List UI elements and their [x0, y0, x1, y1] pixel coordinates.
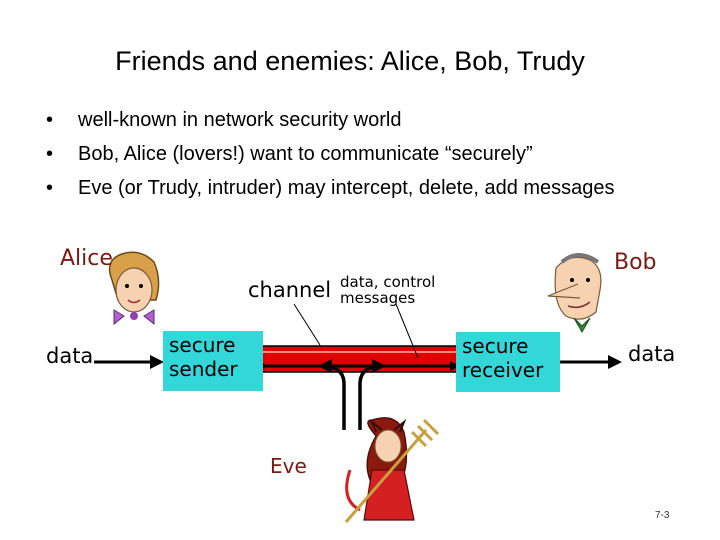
- bullet-item: • Bob, Alice (lovers!) want to communicat…: [44, 142, 615, 176]
- secure-receiver-box: secure receiver: [456, 332, 560, 392]
- channel-pipe: [258, 345, 463, 373]
- eve-label: Eve: [270, 454, 307, 478]
- messages-pointer-line: [395, 303, 419, 359]
- bullet-dot: •: [46, 109, 54, 131]
- eve-tap-arrows: [318, 359, 386, 430]
- alice-label: Alice: [60, 246, 113, 271]
- bullet-list: • well-known in network security world • B…: [44, 108, 615, 210]
- slide-title: Friends and enemies: Alice, Bob, Trudy: [115, 46, 585, 76]
- channel-note-line1: data, control: [340, 273, 436, 291]
- data-out-label: data: [628, 342, 676, 366]
- bob-icon: [547, 253, 602, 334]
- bullet-dot: •: [46, 143, 54, 165]
- page-number: 7-3: [655, 510, 670, 521]
- channel-pointer-line: [293, 303, 321, 346]
- sender-line1: secure: [169, 333, 236, 357]
- bullet-text: well-known in network security world: [78, 109, 402, 131]
- alice-icon: [108, 251, 160, 326]
- bullet-dot: •: [46, 177, 54, 199]
- bullet-text: Eve (or Trudy, intruder) may intercept, …: [78, 177, 615, 199]
- bob-label: Bob: [614, 250, 657, 275]
- data-in-label: data: [46, 344, 94, 368]
- sender-line2: sender: [169, 357, 238, 381]
- bullet-item: • Eve (or Trudy, intruder) may intercept,…: [44, 176, 615, 210]
- secure-sender-box: secure sender: [163, 331, 263, 391]
- eve-icon: [344, 417, 440, 523]
- channel-label: channel: [248, 278, 332, 302]
- channel-note: data, control messages: [340, 274, 435, 306]
- receiver-line2: receiver: [462, 358, 544, 382]
- bullet-text: Bob, Alice (lovers!) want to communicate…: [78, 143, 533, 165]
- channel-note-line2: messages: [340, 289, 416, 307]
- bullet-item: • well-known in network security world: [44, 108, 615, 142]
- receiver-line1: secure: [462, 334, 529, 358]
